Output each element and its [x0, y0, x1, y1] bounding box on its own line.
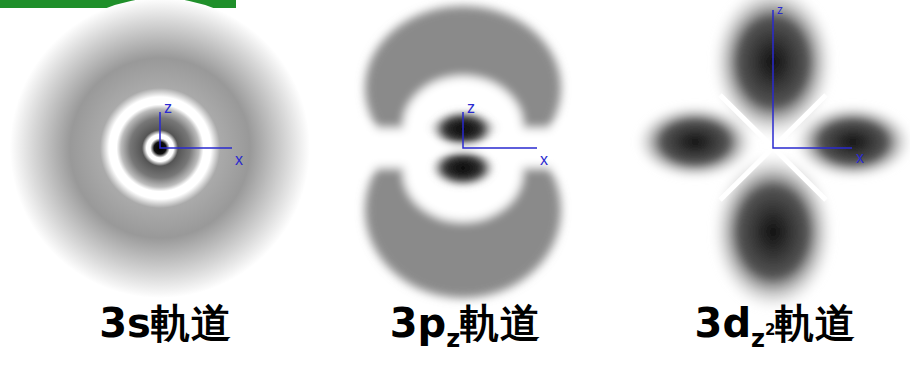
axes — [160, 10, 852, 148]
orbital-name: 3s軌道 — [99, 296, 231, 351]
axis-label: z — [164, 100, 172, 116]
orbital-name: 軌道 — [775, 296, 855, 351]
d-orbital-density — [635, 0, 910, 312]
p-orbital-density — [360, 6, 570, 298]
axis-label: z — [467, 100, 475, 116]
orbital-name: 3p — [390, 300, 446, 346]
orbital-caption: 3dz2軌道 — [695, 296, 856, 351]
s-orbital-density — [10, 0, 310, 298]
axis-label: x — [235, 152, 243, 168]
orbital-caption: 3s軌道 — [99, 296, 231, 351]
orbital-name: 2 — [765, 321, 775, 339]
orbital-name: 軌道 — [460, 296, 540, 351]
orbital-name: z — [751, 325, 765, 353]
orbital-caption: 3pz軌道 — [390, 296, 540, 351]
orbital-name: z — [446, 325, 460, 353]
axis-label: x — [540, 152, 548, 168]
axis-label: z — [777, 4, 783, 16]
axis-label: x — [856, 150, 864, 166]
orbital-name: 3d — [695, 300, 751, 346]
